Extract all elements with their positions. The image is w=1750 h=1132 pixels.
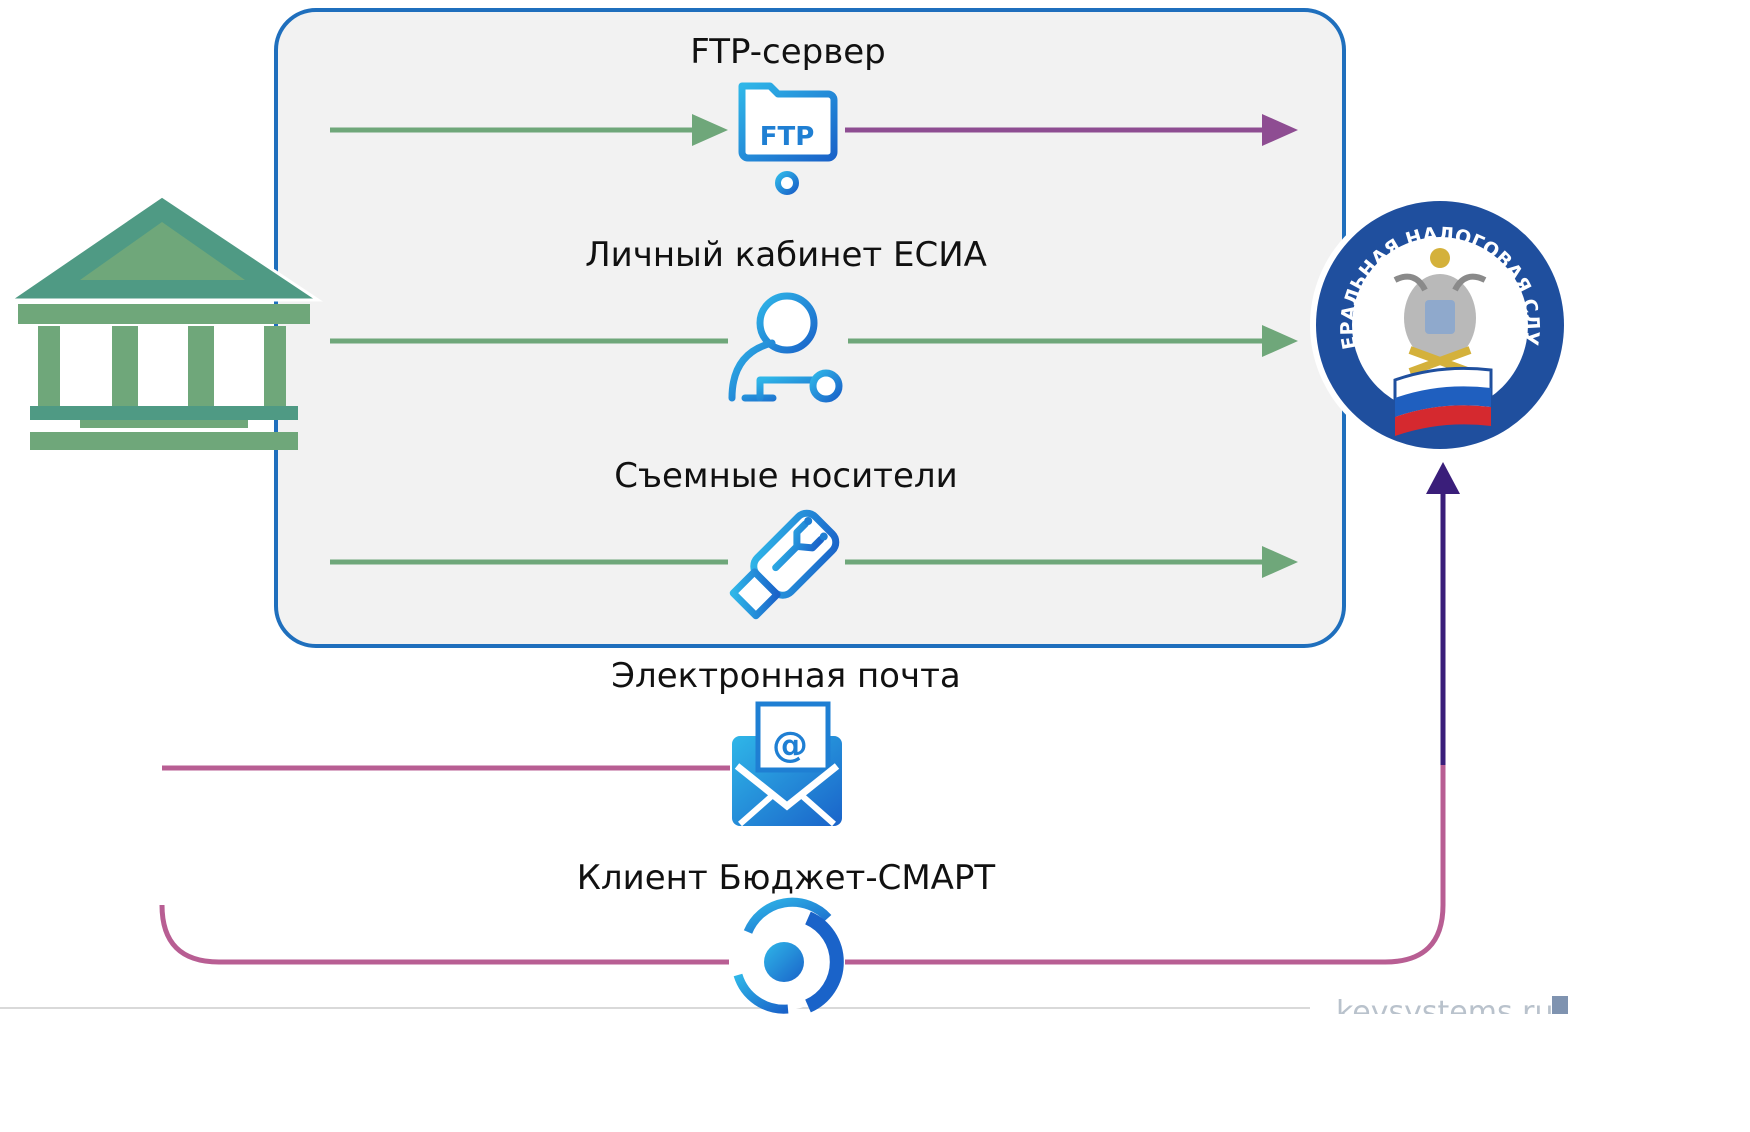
ftp-icon-text: FTP [760,122,815,152]
user-key-icon [728,292,843,403]
russian-flag-icon [1393,366,1493,439]
channels-diagram: FTP-сервер FTP Личный кабинет ЕСИА Съемн… [0,8,1568,1014]
smart-label: Клиент Бюджет-СМАРТ [577,858,996,898]
smart-route-left [159,904,729,965]
esia-label: Личный кабинет ЕСИА [585,235,987,275]
email-row: Электронная почта @ [162,462,1460,827]
smart-route-right [845,765,1446,965]
esia-row: Личный кабинет ЕСИА [330,235,1298,403]
budget-smart-client-icon [733,897,844,1014]
removable-row: Съемные носители [330,456,1298,620]
ftp-label: FTP-сервер [690,32,885,72]
fns-upline-head [1426,462,1460,494]
ftp-server-icon: FTP [725,82,849,195]
email-label: Электронная почта [611,656,960,696]
ftp-arrow-out-head [1262,114,1298,146]
government-building-icon [5,194,323,450]
removable-arrow-out-head [1262,546,1298,578]
email-envelope-icon: @ [732,701,842,827]
removable-label: Съемные носители [614,456,958,496]
ftp-arrow-in-head [692,114,728,146]
watermark-text: keysystems.ru [1336,995,1554,1014]
usb-drive-icon [729,509,840,620]
ftp-row: FTP-сервер FTP [330,32,1298,195]
svg-text:@: @ [772,725,808,766]
esia-arrow-out-head [1262,325,1298,357]
watermark-logo-icon [1552,996,1568,1014]
